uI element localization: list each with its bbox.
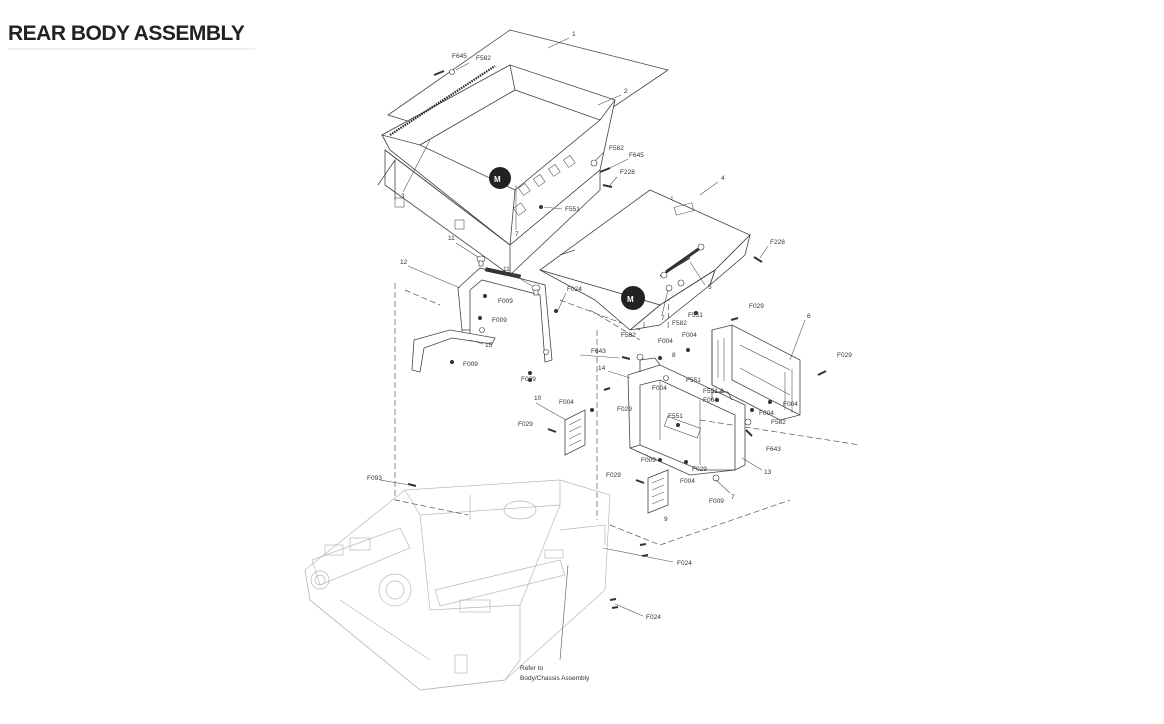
part-label-f029a: F029 <box>521 376 536 383</box>
note-line-2: Body/Chassis Assembly <box>520 675 590 682</box>
part-15-arm-bracket <box>411 329 496 373</box>
part-label-f009c: F009 <box>463 361 478 368</box>
part-label-f645b: F645 <box>629 152 644 159</box>
part-label-f024c: F024 <box>646 614 661 621</box>
part-label-f582d: F582 <box>621 332 636 339</box>
part-label-10: 10 <box>534 395 542 402</box>
part-label-f228a: F228 <box>620 169 635 176</box>
part-label-f582b: F582 <box>609 145 624 152</box>
reference-note: Refer to Body/Chassis Assembly <box>520 665 590 682</box>
part-label-f029d: F029 <box>617 406 632 413</box>
part-11-bumpers <box>476 255 541 296</box>
part-label-7b: 7 <box>661 315 665 322</box>
part-6-side-rack <box>711 324 801 421</box>
part-label-5: 5 <box>708 284 712 291</box>
part-10-hinge-plate <box>564 409 586 456</box>
part-4-hood-cover: M <box>539 189 751 331</box>
part-label-f029c: F029 <box>837 352 852 359</box>
part-label-f551c: F551 <box>686 377 701 384</box>
part-label-f009b: F009 <box>492 317 507 324</box>
part-label-9: 9 <box>664 516 668 523</box>
leader-lines <box>379 37 806 661</box>
part-label-f582c: F582 <box>672 320 687 327</box>
part-label-f004h: F004 <box>680 478 695 485</box>
part-label-f004e: F004 <box>783 401 798 408</box>
svg-text:M: M <box>627 295 634 304</box>
part-label-1: 1 <box>572 31 576 38</box>
part-label-f009a: F009 <box>498 298 513 305</box>
part-label-11a: 11 <box>448 235 455 242</box>
part-label-4: 4 <box>721 175 725 182</box>
part-label-f582e: F582 <box>771 419 786 426</box>
part-label-14: 14 <box>598 365 606 372</box>
part-label-11b: 11 <box>503 266 510 273</box>
part-label-f004a: F004 <box>658 338 673 345</box>
part-label-f029g: F029 <box>606 472 621 479</box>
part-label-12: 12 <box>400 259 408 266</box>
part-label-7a: 7 <box>515 231 519 238</box>
part-label-f004g: F004 <box>559 399 574 406</box>
part-label-7c: 7 <box>731 494 735 501</box>
part-label-3: 3 <box>401 193 405 200</box>
part-label-f029f: F029 <box>692 466 707 473</box>
part-12-support-bracket <box>457 267 553 363</box>
part-label-f024b: F024 <box>677 560 692 567</box>
part-label-8b: 8 <box>720 388 724 395</box>
part-14-lower-frame <box>627 357 746 476</box>
part-label-f551e: F551 <box>668 413 683 420</box>
part-9-hinge-plate <box>647 469 669 514</box>
part-label-f551d: F551 <box>703 388 718 395</box>
part-label-f643a: F643 <box>591 348 606 355</box>
part-label-f228b: F228 <box>770 239 785 246</box>
part-label-f643b: F643 <box>766 446 781 453</box>
part-label-13: 13 <box>764 469 772 476</box>
note-line-1: Refer to <box>520 665 544 672</box>
part-2-rear-tub: M <box>377 64 616 276</box>
chassis-ghost <box>304 479 611 691</box>
part-label-f029b: F029 <box>749 303 764 310</box>
part-label-f582a: F582 <box>476 55 491 62</box>
part-label-f004d: F004 <box>703 397 718 404</box>
part-label-f009e: F009 <box>709 498 724 505</box>
part-label-f024a: F024 <box>567 286 582 293</box>
part-label-f004f: F004 <box>759 410 774 417</box>
part-3-seal-strip <box>389 65 496 136</box>
part-label-f009d: F009 <box>641 457 656 464</box>
part-label-f029e: F029 <box>518 421 533 428</box>
part-label-8a: 8 <box>672 352 676 359</box>
part-label-15: 15 <box>485 342 493 349</box>
part-label-6: 6 <box>807 313 811 320</box>
page-title: REAR BODY ASSEMBLY <box>8 22 245 45</box>
part-label-f093: F093 <box>367 475 382 482</box>
part-label-f551a: F551 <box>565 206 580 213</box>
part-label-f004b: F004 <box>682 332 697 339</box>
part-label-f551b: F551 <box>688 312 703 319</box>
part-label-f004c: F004 <box>652 385 667 392</box>
part-5-gas-spring <box>659 243 705 279</box>
svg-text:M: M <box>494 175 501 184</box>
part-label-2: 2 <box>624 88 628 95</box>
part-label-f645a: F645 <box>452 53 467 60</box>
hardware-fasteners <box>407 69 827 609</box>
